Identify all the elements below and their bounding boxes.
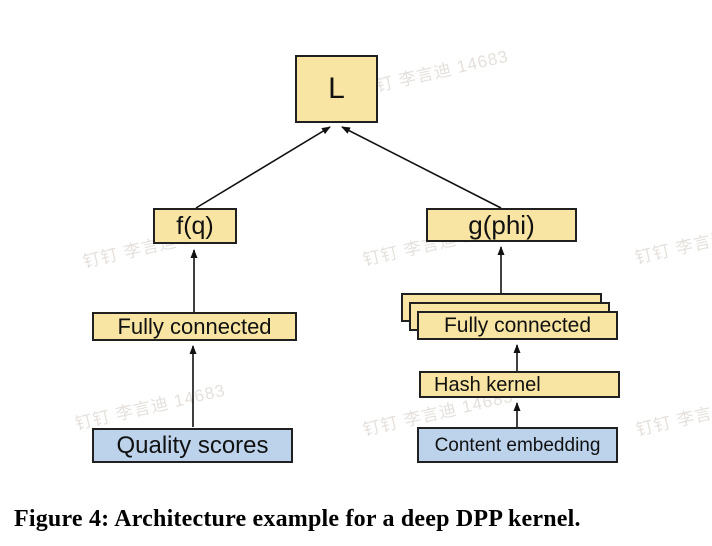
node-l: L [295, 55, 378, 123]
node-quality-scores-label: Quality scores [116, 431, 269, 459]
node-hash-kernel-label: Hash kernel [434, 373, 541, 396]
node-f-q: f(q) [153, 208, 237, 244]
node-l-label: L [328, 72, 345, 105]
node-g-phi: g(phi) [426, 208, 577, 242]
node-fully-connected-left-label: Fully connected [117, 313, 272, 339]
node-fully-connected-left: Fully connected [92, 312, 297, 341]
figure-caption: Figure 4: Architecture example for a dee… [14, 506, 581, 532]
node-f-q-label: f(q) [176, 211, 214, 240]
node-quality-scores: Quality scores [92, 428, 293, 463]
arrow-gphi-to-l [341, 126, 502, 209]
node-fully-connected-right: Fully connected [417, 311, 618, 340]
node-g-phi-label: g(phi) [468, 210, 535, 240]
node-content-embedding-label: Content embedding [434, 434, 601, 456]
node-fully-connected-right-label: Fully connected [443, 314, 592, 337]
node-hash-kernel: Hash kernel [419, 371, 620, 398]
node-content-embedding: Content embedding [417, 427, 618, 463]
arrow-fq-to-l [195, 126, 331, 209]
